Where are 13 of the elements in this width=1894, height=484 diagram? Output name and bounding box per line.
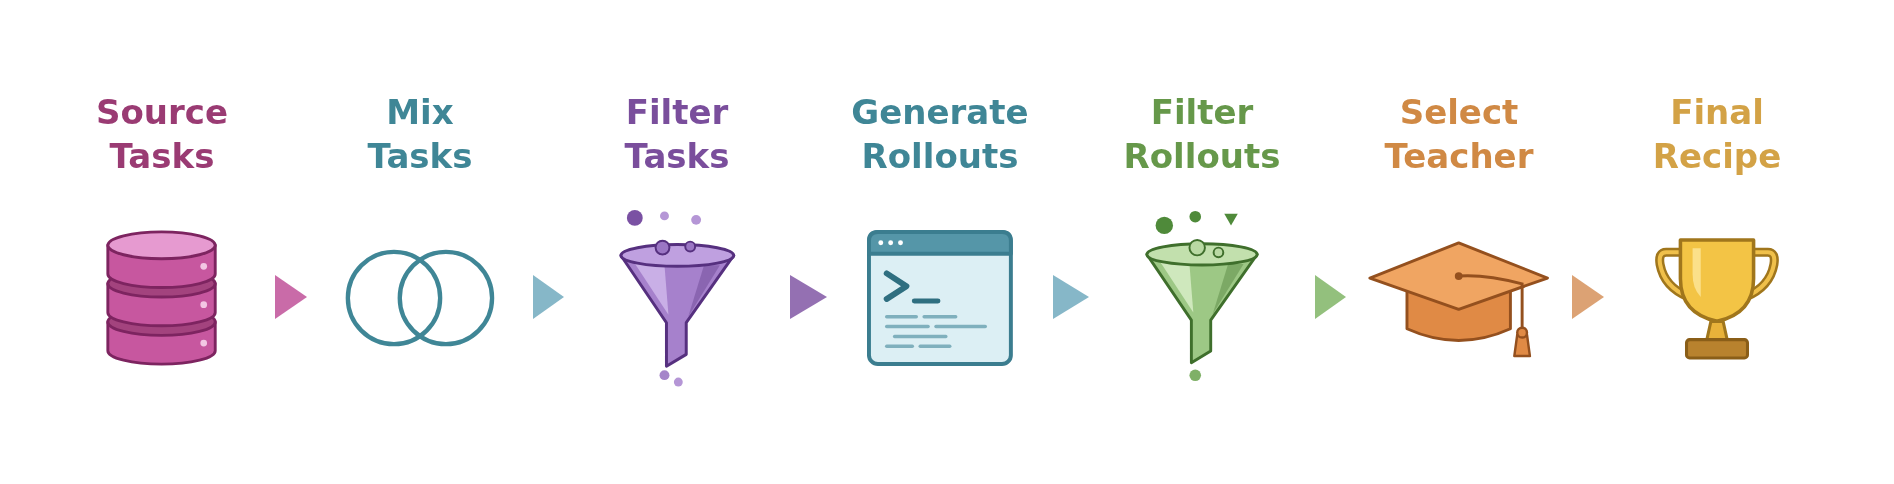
step-title: Select Teacher bbox=[1384, 91, 1534, 178]
arrow bbox=[1053, 275, 1089, 319]
arrow bbox=[790, 275, 827, 319]
step-title: Filter Rollouts bbox=[1123, 91, 1281, 178]
arrow bbox=[1572, 275, 1604, 319]
arrow bbox=[533, 275, 564, 319]
step-title: Source Tasks bbox=[95, 91, 228, 178]
step-title: Generate Rollouts bbox=[851, 91, 1029, 178]
arrow bbox=[1315, 275, 1346, 319]
step-title: Mix Tasks bbox=[367, 91, 473, 178]
step-title: Filter Tasks bbox=[624, 91, 730, 178]
arrow bbox=[275, 275, 307, 319]
step-title: Final Recipe bbox=[1652, 91, 1782, 178]
